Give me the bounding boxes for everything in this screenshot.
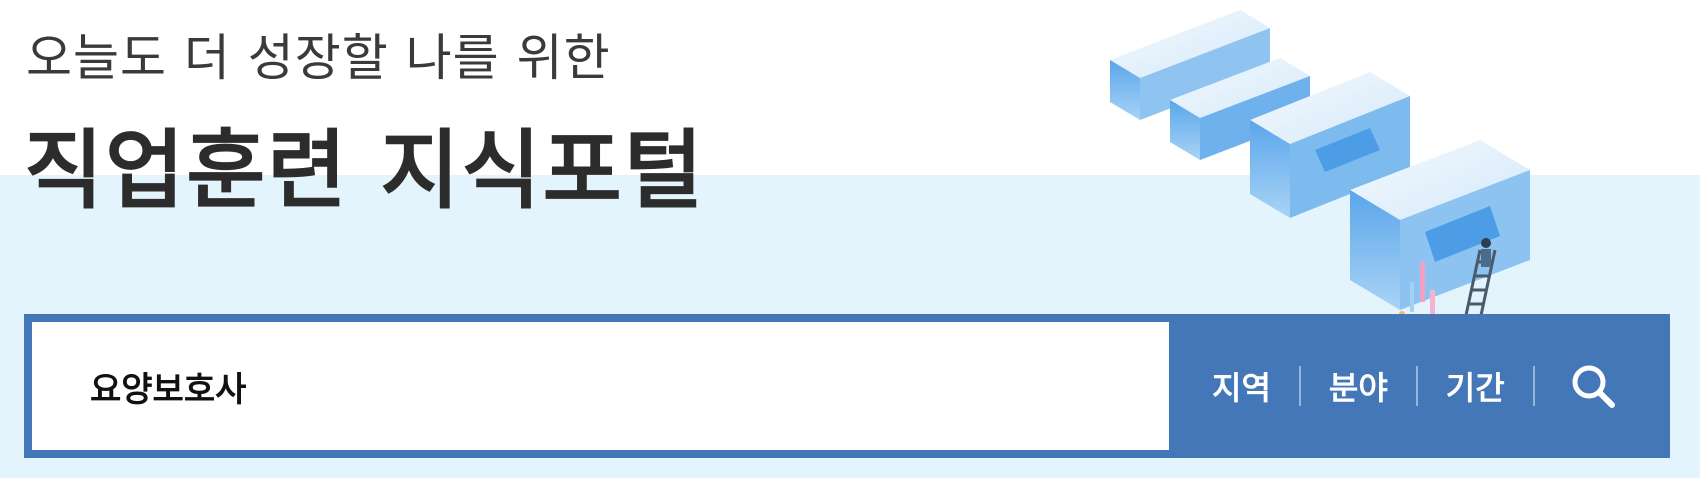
filter-divider bbox=[1415, 366, 1418, 406]
hrd-illustration-icon bbox=[1110, 10, 1530, 320]
search-input[interactable] bbox=[32, 322, 1169, 450]
filter-divider bbox=[1298, 366, 1301, 406]
search-filters: 지역 분야 기간 bbox=[1184, 314, 1651, 458]
search-bar: 지역 분야 기간 bbox=[24, 314, 1670, 458]
filter-period-button[interactable]: 기간 bbox=[1445, 369, 1505, 407]
search-button[interactable] bbox=[1535, 314, 1651, 458]
search-icon bbox=[1572, 365, 1615, 408]
filter-field-button[interactable]: 분야 bbox=[1328, 369, 1388, 407]
hero-title: 직업훈련 지식포털 bbox=[24, 121, 705, 221]
hero-subtitle: 오늘도 더 성장할 나를 위한 bbox=[26, 29, 611, 87]
filter-divider bbox=[1532, 366, 1535, 406]
filter-region-button[interactable]: 지역 bbox=[1212, 369, 1271, 407]
